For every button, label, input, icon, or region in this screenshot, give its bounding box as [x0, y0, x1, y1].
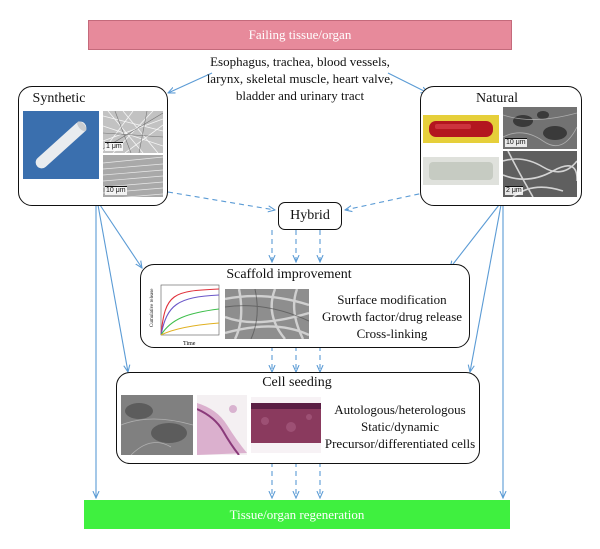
synthetic-sem-top: 1 μm [103, 111, 163, 153]
scaffold-fiber-sem [225, 289, 309, 339]
synthetic-tube-photo [23, 111, 99, 179]
hybrid-label: Hybrid [290, 208, 330, 223]
target-organs-text: Esophagus, trachea, blood vessels, laryn… [180, 53, 420, 104]
failing-tissue-label: Failing tissue/organ [248, 27, 352, 42]
cell-tissue-section-photo [251, 397, 321, 453]
natural-box: Natural 10 μm 2 μm [420, 86, 582, 206]
natural-tissue-photo [423, 115, 499, 143]
scaffold-item: Growth factor/drug release [321, 309, 463, 324]
cell-seeding-title: Cell seeding [262, 375, 332, 390]
chart-xlabel: Time [183, 341, 196, 347]
tissue-regeneration-label: Tissue/organ regeneration [229, 507, 365, 522]
cell-sem-photo [121, 395, 193, 455]
natural-matrix-photo [423, 157, 499, 185]
failing-tissue-bar: Failing tissue/organ [88, 20, 512, 50]
target-line: bladder and urinary tract [235, 88, 365, 103]
scale-bar-label: 10 μm [105, 186, 127, 195]
cell-seeding-item: Precursor/differentiated cells [324, 436, 476, 451]
scale-bar-label: 1 μm [105, 142, 123, 151]
arrow-synthetic-to-hybrid [167, 191, 275, 210]
arrow-to-natural [387, 72, 428, 93]
chart-ylabel: Cumulative release [150, 288, 155, 327]
natural-sem-top: 10 μm [503, 107, 577, 149]
natural-title: Natural [476, 91, 518, 106]
scale-bar-label: 2 μm [505, 186, 523, 195]
cell-seeding-item: Autologous/heterologous [334, 402, 466, 417]
target-line: larynx, skeletal muscle, heart valve, [206, 71, 394, 86]
release-curve-chart: Cumulative release Time [150, 284, 220, 347]
scaffold-item: Surface modification [337, 292, 447, 307]
cell-seeding-item: Static/dynamic [361, 419, 439, 434]
arrow-natural-to-hybrid [345, 191, 429, 210]
synthetic-title: Synthetic [32, 91, 86, 106]
natural-sem-bottom: 2 μm [503, 151, 577, 197]
scale-bar-label: 10 μm [505, 138, 527, 147]
cell-seeding-items: Autologous/heterologous Static/dynamic P… [323, 401, 477, 452]
synthetic-sem-bottom: 10 μm [103, 155, 163, 197]
scaffold-items: Surface modification Growth factor/drug … [317, 291, 467, 342]
cell-histology-photo [197, 395, 247, 455]
target-line: Esophagus, trachea, blood vessels, [210, 54, 390, 69]
scaffold-title: Scaffold improvement [226, 267, 352, 282]
cell-seeding-box: Cell seeding Autologous/heterologous Sta… [116, 372, 480, 464]
scaffold-improvement-box: Scaffold improvement Cumulative release … [140, 264, 470, 348]
scaffold-item: Cross-linking [356, 326, 428, 341]
arrow-to-synthetic [168, 72, 213, 93]
tissue-regeneration-bar: Tissue/organ regeneration [84, 500, 510, 529]
hybrid-box: Hybrid [278, 202, 342, 230]
synthetic-box: Synthetic 1 μm [18, 86, 168, 206]
